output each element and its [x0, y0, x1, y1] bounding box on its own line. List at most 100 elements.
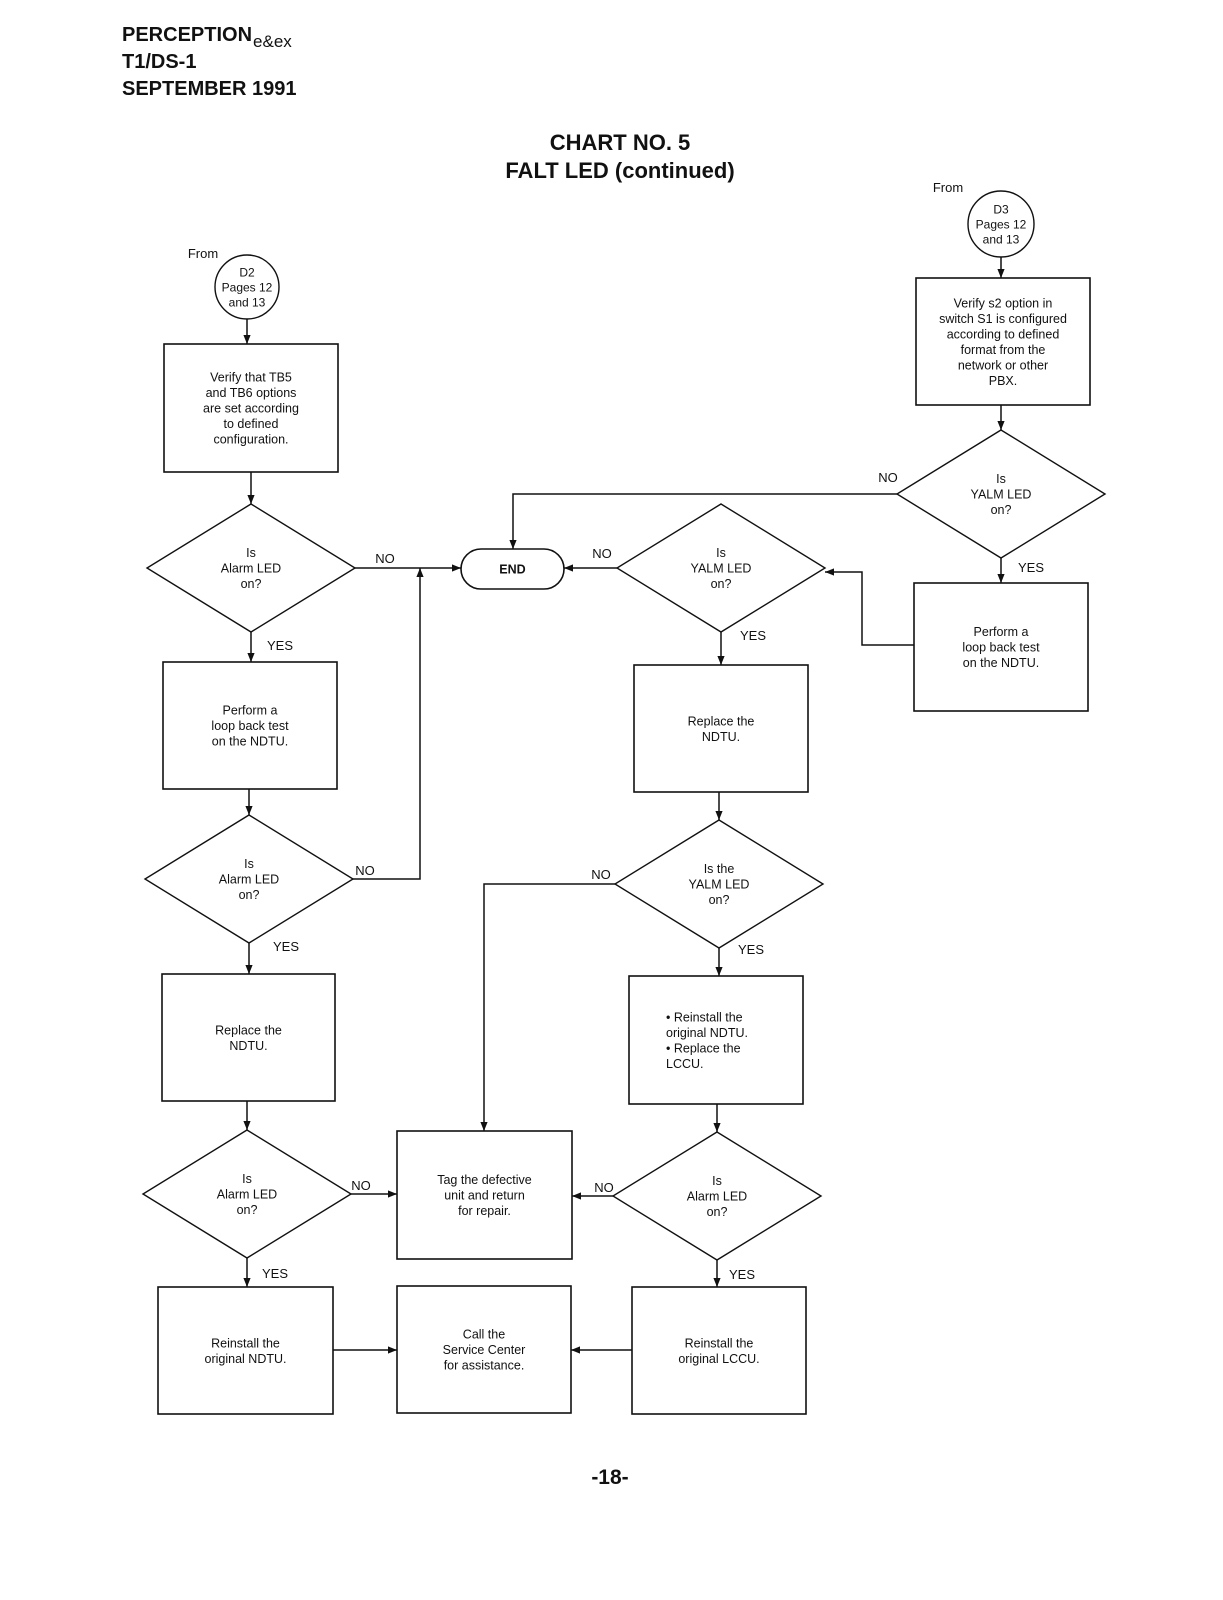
header-product: PERCEPTION	[122, 24, 253, 46]
node-text-line: Call the	[463, 1328, 505, 1342]
node-text-line: NDTU.	[229, 1039, 267, 1053]
node-text-line: and 13	[983, 233, 1020, 247]
node-text-line: Verify that TB5	[210, 371, 292, 385]
node-text-line: on?	[241, 577, 262, 591]
process-box	[913, 582, 1089, 712]
node-text-line: Is	[996, 472, 1006, 486]
decision-diamond	[615, 503, 827, 633]
document-header: PERCEPTIONe&ex T1/DS-1 SEPTEMBER 1991	[122, 22, 297, 103]
node-text-line: Verify s2 option in	[954, 296, 1053, 310]
page-number: -18-	[591, 1466, 629, 1489]
flow-arrow	[353, 568, 424, 880]
node-text-line: Reinstall the	[685, 1336, 754, 1350]
node-text-line: and 13	[229, 296, 266, 310]
node-text-line: • Reinstall the	[666, 1010, 743, 1024]
node-text-line: on?	[711, 577, 732, 591]
node-text-line: Tag the defective	[437, 1173, 532, 1187]
edge-label-yes: YES	[273, 939, 299, 954]
process-box	[396, 1285, 572, 1414]
decision-diamond	[895, 429, 1107, 559]
node-text-line: and TB6 options	[206, 386, 297, 400]
node-text-line: Pages 12	[222, 281, 273, 295]
node-text-line: Pages 12	[976, 218, 1027, 232]
node-text-line: Is the	[704, 862, 735, 876]
flow-connectors	[243, 257, 1005, 1354]
process-box	[633, 664, 809, 793]
node-text-line: original NDTU.	[205, 1352, 287, 1366]
node-text-line: original NDTU.	[666, 1026, 748, 1040]
node-text-line: on?	[707, 1205, 728, 1219]
node-text-line: Perform a	[974, 625, 1029, 639]
node-text-line: on?	[991, 503, 1012, 517]
node-text-line: switch S1 is configured	[939, 312, 1067, 326]
node-text-line: are set according	[203, 402, 299, 416]
node-text-line: according to defined	[947, 327, 1060, 341]
edge-label-no: NO	[878, 470, 898, 485]
node-text-line: format from the	[961, 343, 1046, 357]
node-text-line: D2	[239, 266, 255, 280]
node-text-line: Alarm LED	[217, 1188, 277, 1202]
header-date: SEPTEMBER 1991	[122, 78, 297, 100]
decision-diamond	[611, 1131, 823, 1261]
node-text-line: Replace the	[215, 1023, 282, 1037]
node-text-line: loop back test	[211, 719, 289, 733]
process-box	[628, 975, 804, 1105]
edge-label-no: NO	[592, 546, 612, 561]
node-text-line: Alarm LED	[219, 873, 279, 887]
node-text-line: Reinstall the	[211, 1336, 280, 1350]
node-text-line: Perform a	[223, 704, 278, 718]
node-text-line: Alarm LED	[687, 1190, 747, 1204]
decision-diamond	[613, 819, 825, 949]
connector-from-label: From	[188, 246, 218, 261]
node-text-line: for assistance.	[444, 1359, 525, 1373]
connector-circle	[967, 190, 1035, 258]
connector-circle	[214, 254, 280, 320]
node-text-line: Is	[246, 546, 256, 560]
node-text-line: on?	[239, 888, 260, 902]
edge-label-yes: YES	[1018, 560, 1044, 575]
decision-diamond	[141, 1129, 353, 1259]
edge-label-yes: YES	[267, 638, 293, 653]
node-text-line: original LCCU.	[678, 1352, 759, 1366]
node-text-line: to defined	[224, 417, 279, 431]
node-text-line: END	[499, 563, 525, 577]
process-box	[157, 1286, 334, 1415]
decision-diamond	[145, 503, 357, 633]
edge-label-yes: YES	[729, 1267, 755, 1282]
process-box	[631, 1286, 807, 1415]
node-text-line: configuration.	[213, 433, 288, 447]
edge-label-yes: YES	[262, 1266, 288, 1281]
node-reinstall-ndtu: Reinstall the original NDTU.	[157, 1286, 334, 1415]
edge-label-no: NO	[591, 867, 611, 882]
flow-arrow	[480, 883, 615, 1131]
header-product-suffix: e&ex	[253, 32, 292, 51]
connector-from-label: From	[933, 180, 963, 195]
node-text-line: Service Center	[443, 1343, 526, 1357]
edge-label-yes: YES	[740, 628, 766, 643]
edge-label-no: NO	[375, 551, 395, 566]
node-text-line: loop back test	[962, 641, 1040, 655]
node-text-line: Is	[716, 546, 726, 560]
node-text-line: Is	[242, 1172, 252, 1186]
node-text-line: on?	[709, 893, 730, 907]
node-text-line: on?	[237, 1203, 258, 1217]
edge-label-no: NO	[355, 863, 375, 878]
node-text-line: Is	[712, 1174, 722, 1188]
chart-title: CHART NO. 5	[549, 130, 691, 155]
node-text-line: Replace the	[688, 714, 755, 728]
edge-label-no: NO	[351, 1178, 371, 1193]
node-text-line: YALM LED	[691, 562, 752, 576]
